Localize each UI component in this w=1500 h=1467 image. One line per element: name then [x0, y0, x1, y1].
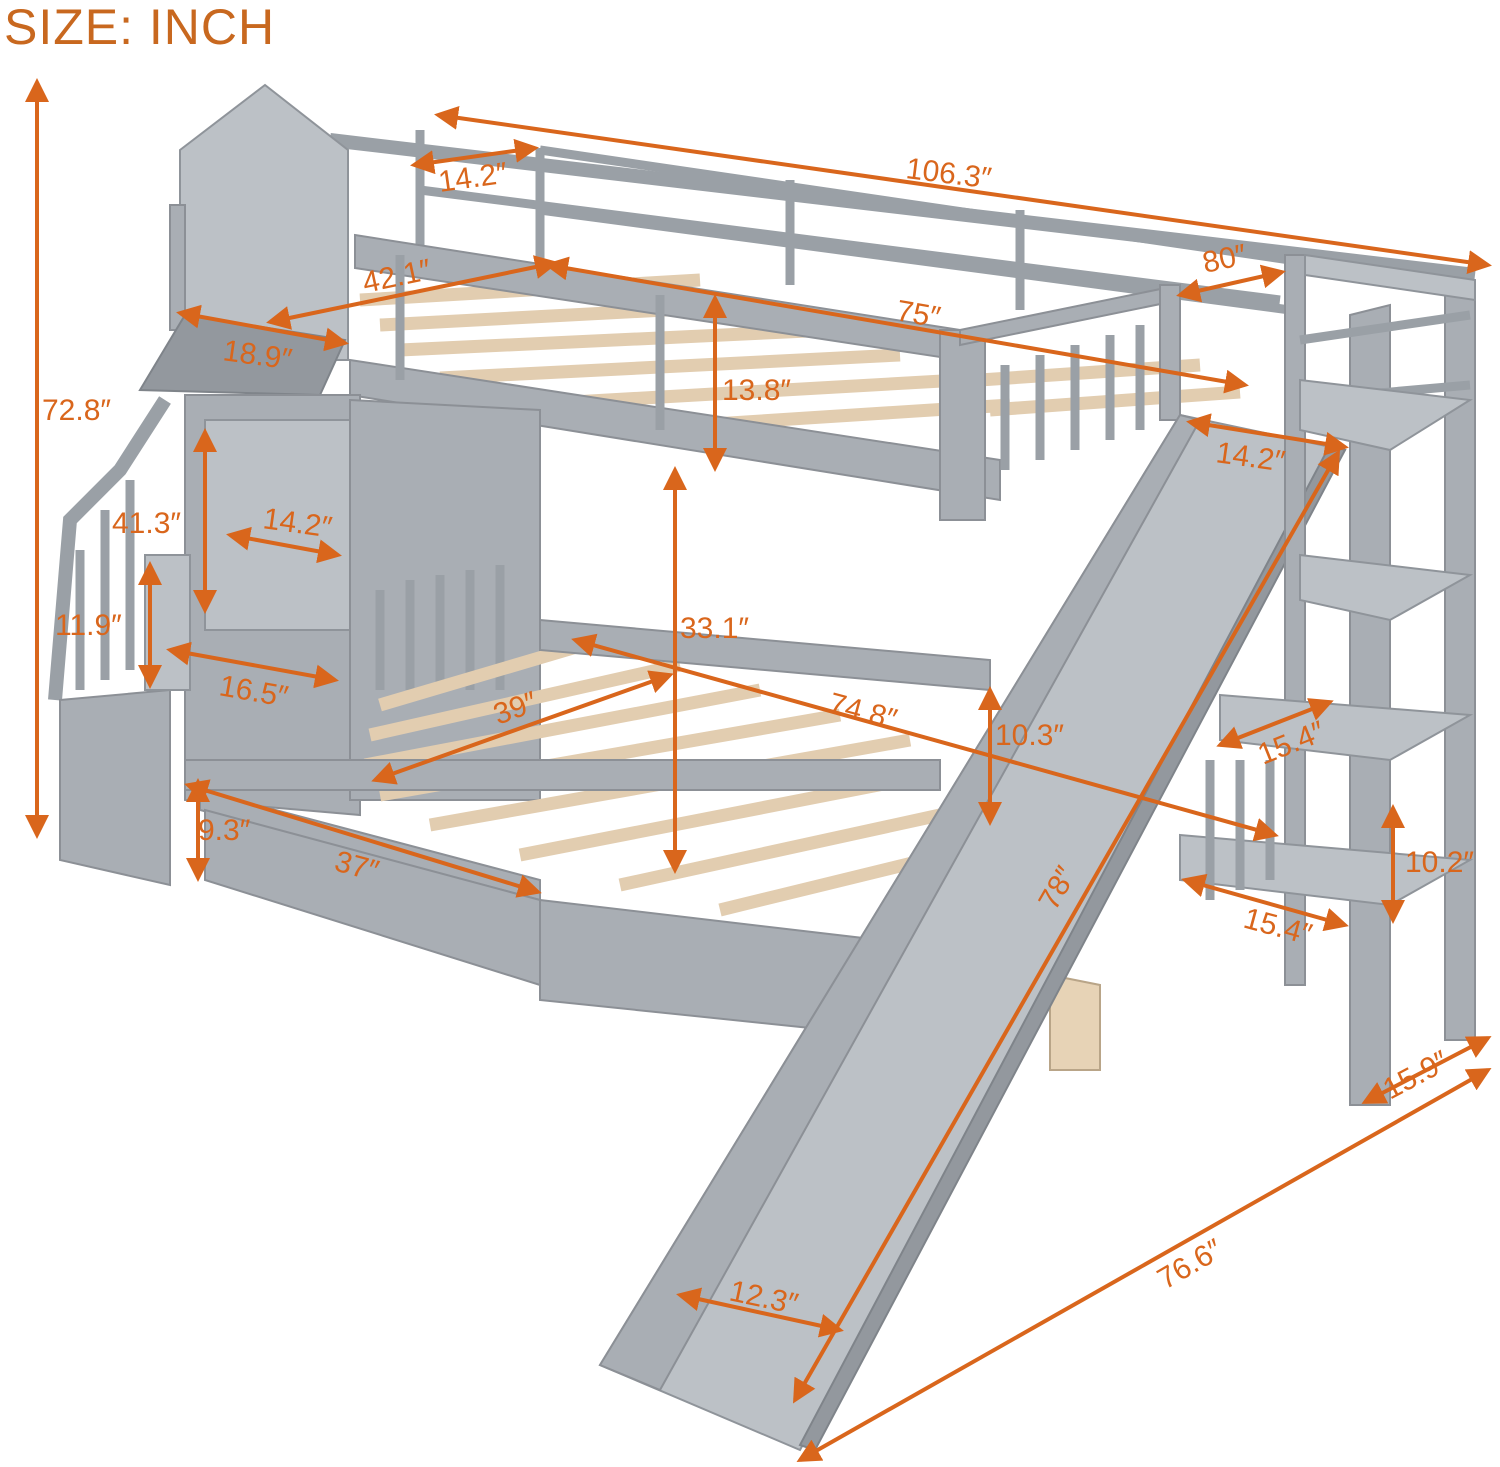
- bed-illustration: [48, 83, 1476, 1452]
- label-stair-height: 41.3″: [112, 507, 181, 540]
- label-shelf-height: 10.2″: [1405, 846, 1474, 879]
- label-top-rail-width: 14.2″: [436, 157, 509, 199]
- label-bunk-clearance: 33.1″: [680, 612, 749, 645]
- label-bottom-guard-height: 10.3″: [995, 719, 1064, 752]
- label-bottom-bed-length: 74.8″: [825, 687, 901, 737]
- label-total-height: 72.8″: [42, 394, 111, 427]
- label-top-guard-height: 13.8″: [722, 374, 791, 407]
- label-drawer-height: 9.3″: [198, 814, 251, 847]
- label-total-length: 106.3″: [904, 152, 993, 195]
- page-title: SIZE: INCH: [4, 0, 276, 55]
- label-step-height: 11.9″: [55, 609, 122, 642]
- label-total-width: 76.6″: [1152, 1233, 1229, 1296]
- label-top-bed-length: 75″: [894, 294, 943, 334]
- castle-stair-tower: [48, 83, 541, 887]
- dimension-lines: [25, 78, 1492, 1462]
